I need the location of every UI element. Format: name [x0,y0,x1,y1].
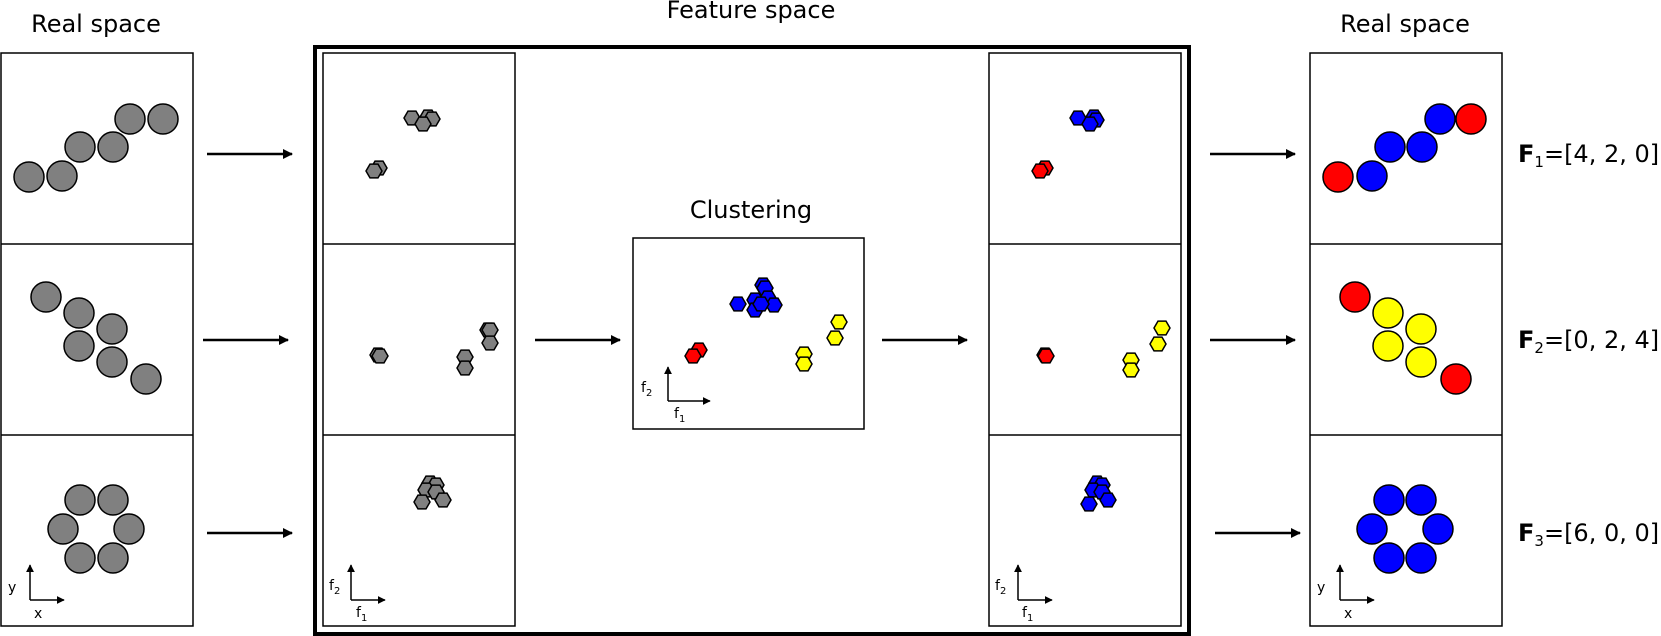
particle-blue [1424,103,1456,135]
real-space-right-panel [1309,52,1503,627]
axis-label-f1: f1 [674,406,685,425]
feature-space-left-panel [322,52,516,627]
axis-label-x: x [34,606,42,622]
feature-space-frame [313,45,1191,636]
particle-grey [96,313,128,345]
feature-point-blue [752,296,770,312]
title-real-space-right: Real space [1340,10,1470,38]
particles-layer [13,103,1487,574]
particle-blue [1406,131,1438,163]
feature-axes-left [347,564,386,604]
feature-point-blue [1099,492,1117,508]
axis-label-y: y [8,580,16,596]
feature-point-grey [481,335,499,351]
feature-vector-3: F3=[6, 0, 0] [1518,519,1659,550]
particle-blue [1373,484,1405,516]
particle-grey [113,513,145,545]
particle-red [1440,363,1472,395]
title-real-space-left: Real space [31,10,161,38]
axis-label-x: x [1344,606,1352,622]
particle-blue [1374,131,1406,163]
feature-point-grey [413,494,431,510]
feature-point-blue [1081,116,1099,132]
feature-point-grey [371,348,389,364]
feature-point-grey [414,116,432,132]
feature-vector-1: F1=[4, 2, 0] [1518,140,1659,171]
particle-grey [63,297,95,329]
real-axes-right [1336,564,1375,604]
particle-yellow [1372,330,1404,362]
particle-blue [1356,160,1388,192]
particle-grey [64,484,96,516]
feature-points-layer [365,109,1171,512]
particle-grey [64,542,96,574]
particle-yellow [1372,297,1404,329]
feature-axes-right [1014,564,1053,604]
feature-point-red [1037,348,1055,364]
feature-point-red [1031,163,1049,179]
axis-label-f1: f1 [1022,605,1033,624]
particle-yellow [1405,313,1437,345]
particle-grey [97,484,129,516]
particle-grey [97,542,129,574]
axis-label-f2: f2 [329,578,340,597]
feature-vector-2: F2=[0, 2, 4] [1518,326,1659,357]
clustering-panel [632,237,865,430]
feature-point-yellow [1153,320,1171,336]
real-axes-left [26,564,65,604]
particle-grey [96,346,128,378]
feature-space-right-panel [988,52,1182,627]
particle-grey [47,513,79,545]
real-space-left-panel [0,52,194,627]
particle-grey [13,161,45,193]
particle-grey [64,131,96,163]
particle-grey [97,131,129,163]
feature-point-grey [365,163,383,179]
feature-point-yellow [1149,336,1167,352]
particle-grey [63,330,95,362]
particle-grey [130,363,162,395]
feature-point-grey [434,492,452,508]
particle-red [1322,161,1354,193]
particle-grey [114,103,146,135]
feature-point-yellow [826,330,844,346]
feature-point-red [684,348,702,364]
particle-blue [1356,513,1388,545]
feature-point-grey [481,322,499,338]
title-feature-space: Feature space [667,0,836,24]
particle-blue [1422,513,1454,545]
title-clustering: Clustering [690,196,812,224]
feature-axes-clustering [664,366,711,405]
axis-label-f2: f2 [995,578,1006,597]
axis-label-f2: f2 [641,380,652,399]
feature-point-yellow [1122,362,1140,378]
particle-grey [30,281,62,313]
feature-point-blue [1080,496,1098,512]
particle-blue [1405,542,1437,574]
particle-red [1339,281,1371,313]
feature-point-blue [729,296,747,312]
particle-red [1455,103,1487,135]
feature-point-grey [456,360,474,376]
axis-label-y: y [1317,580,1325,596]
feature-point-yellow [830,314,848,330]
axis-label-f1: f1 [356,605,367,624]
particle-blue [1405,484,1437,516]
feature-point-yellow [795,356,813,372]
particle-grey [147,103,179,135]
particle-grey [46,160,78,192]
particle-yellow [1405,346,1437,378]
particle-blue [1373,542,1405,574]
